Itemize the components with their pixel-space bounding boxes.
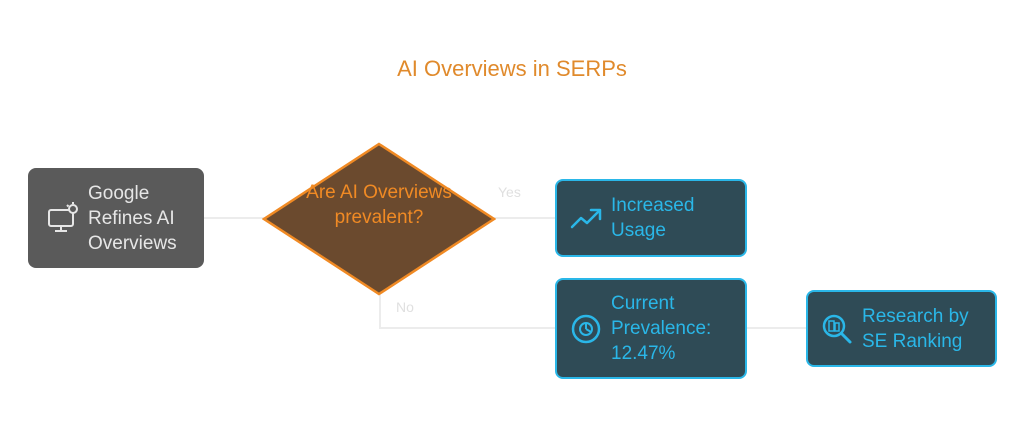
node-increased-usage-label: Increased Usage <box>611 195 695 241</box>
connector-no <box>379 294 556 329</box>
node-current-prevalence: Current Prevalence: 12.47% <box>555 278 747 379</box>
diagram-title: AI Overviews in SERPs <box>397 56 627 81</box>
edge-label-yes: Yes <box>498 184 521 200</box>
node-research: Research by SE Ranking <box>806 290 997 367</box>
decision-label: Are AI Overviews prevalent? <box>306 182 452 228</box>
node-increased-usage: Increased Usage <box>555 179 747 257</box>
edge-label-no: No <box>396 299 414 315</box>
node-current-prevalence-label: Current Prevalence: 12.47% <box>611 293 712 364</box>
node-research-label: Research by SE Ranking <box>862 305 969 352</box>
computer-settings-icon <box>38 201 88 235</box>
pie-chart-icon <box>561 313 611 345</box>
search-document-icon <box>812 312 862 346</box>
node-google-refines-label: Google Refines AI Overviews <box>88 182 177 254</box>
node-google-refines: Google Refines AI Overviews <box>28 168 204 268</box>
trending-up-icon <box>561 205 611 231</box>
decision-diamond <box>261 142 497 296</box>
